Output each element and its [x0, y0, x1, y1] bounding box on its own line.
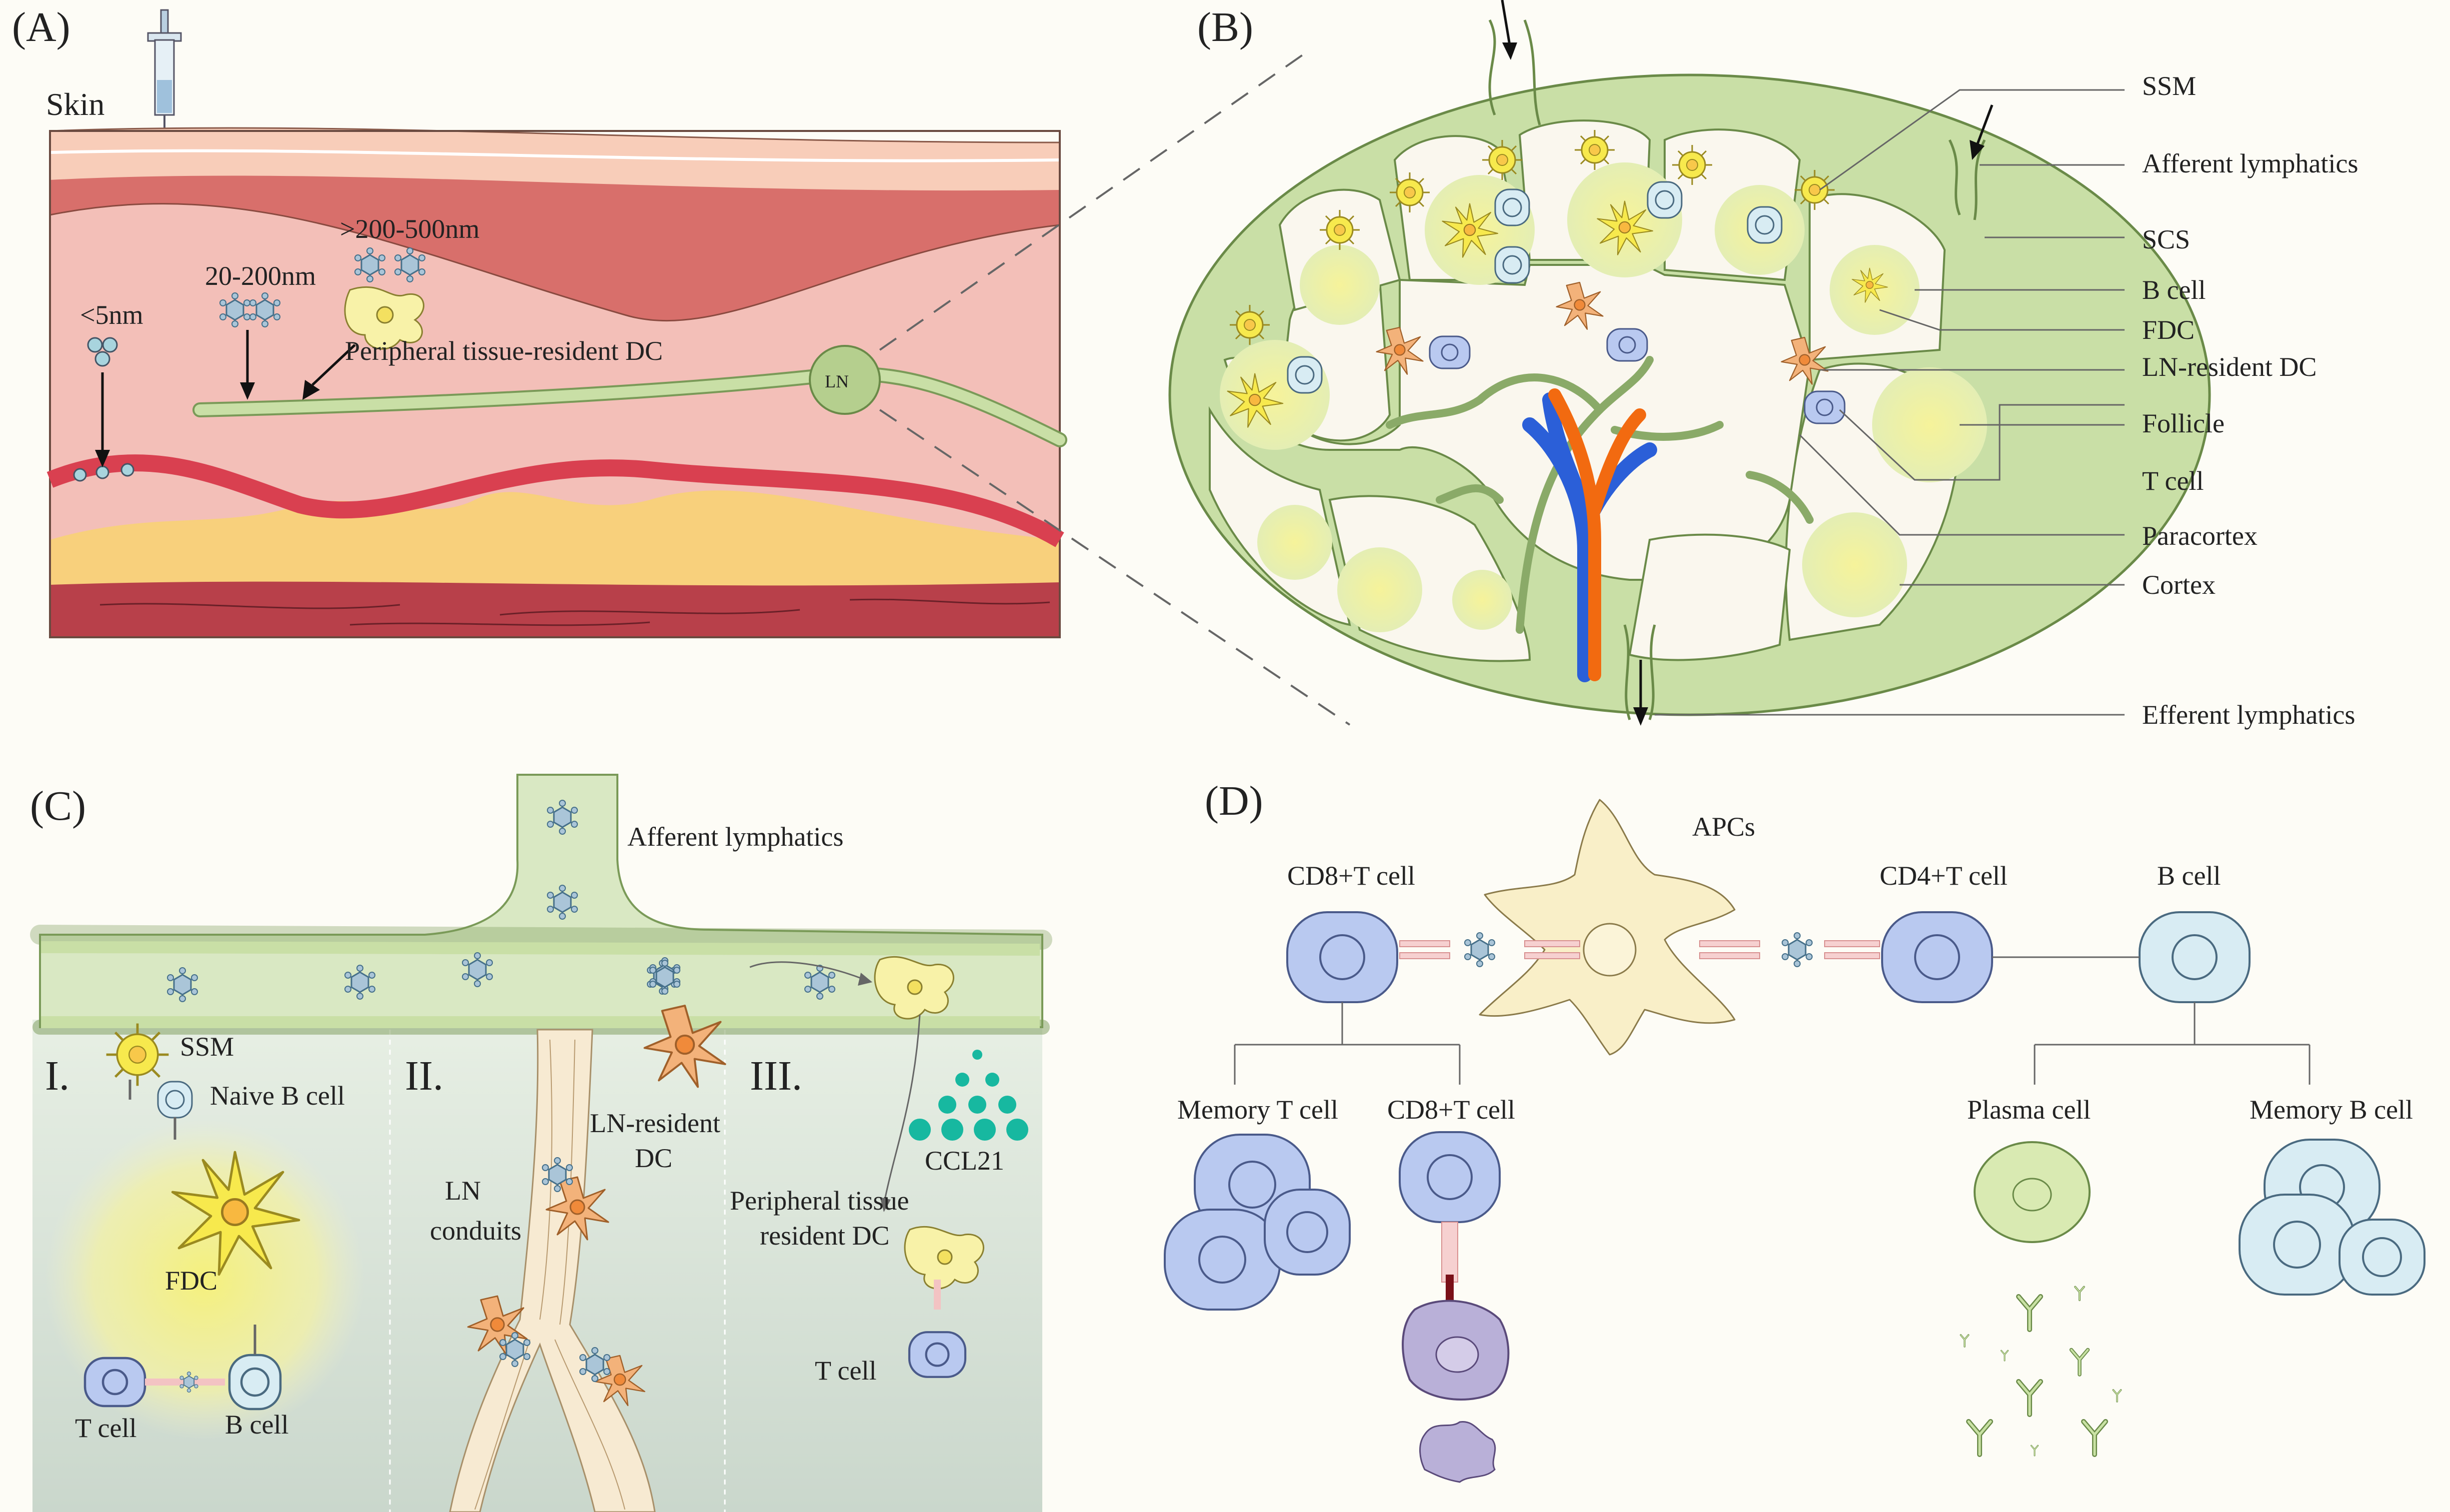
d-memory-t-label: Memory T cell — [1177, 1095, 1338, 1125]
trabeculae — [1386, 356, 1814, 634]
zoom-line-bottom — [879, 409, 1351, 726]
panel-a-label: (A) — [12, 4, 70, 50]
c-conduit-label-2: conduits — [430, 1216, 521, 1246]
size-small-label: <5nm — [80, 300, 143, 330]
b-label-paracortex: Paracortex — [2142, 521, 2258, 551]
panel-b: (B) — [1168, 0, 2358, 730]
ln-label: LN — [825, 371, 849, 391]
region-i-label: I. — [45, 1053, 69, 1099]
ccl21-dots — [909, 1050, 1028, 1141]
b-label-bcell: B cell — [2142, 275, 2206, 305]
d-memory-b-label: Memory B cell — [2250, 1095, 2413, 1125]
t-cell-c-iii — [909, 1332, 965, 1377]
c-fdc-label: FDC — [165, 1266, 217, 1296]
b-label-efferent: Efferent lymphatics — [2142, 700, 2355, 730]
ssm-cell-c — [106, 1024, 169, 1086]
naive-b-cell-c — [157, 1081, 193, 1119]
c-ln-dc-label-2: DC — [635, 1143, 672, 1173]
blood-vessel — [46, 454, 1064, 547]
panel-d: (D) APCs CD8+T cell CD4+T cell B cell — [1164, 778, 2426, 1483]
c-ptr-dc-label-1: Peripheral tissue — [730, 1186, 909, 1216]
b-label-tcell: T cell — [2142, 466, 2204, 496]
c-conduit-label-1: LN — [445, 1176, 481, 1206]
syringe-icon — [147, 9, 182, 140]
ln-conduits — [449, 1029, 656, 1512]
skin-layers — [49, 127, 1061, 638]
panel-d-label: (D) — [1205, 778, 1263, 824]
b-labels: SSM Afferent lymphatics SCS B cell FDC L… — [2142, 71, 2358, 730]
c-ssm-label: SSM — [180, 1032, 234, 1062]
b-label-ssm: SSM — [2142, 71, 2196, 101]
panel-a: (A) Skin — [12, 4, 1067, 638]
nanoparticles-small — [73, 337, 134, 482]
tcr-mhc-left — [1399, 932, 1580, 968]
size-mid-label: 20-200nm — [205, 261, 316, 291]
d-cd8-label: CD8+T cell — [1287, 861, 1415, 891]
c-naive-b-label: Naive B cell — [210, 1081, 345, 1111]
b-cell-c — [229, 1355, 280, 1409]
c-afferent-label: Afferent lymphatics — [627, 822, 843, 852]
d-cd4-label: CD4+T cell — [1880, 861, 2008, 891]
b-label-afferent: Afferent lymphatics — [2142, 148, 2358, 178]
lymph-node-small — [809, 345, 881, 415]
c-ptr-dc-label-2: resident DC — [760, 1221, 889, 1251]
d-bcell-label: B cell — [2157, 861, 2221, 891]
b-label-cortex: Cortex — [2142, 570, 2216, 600]
region-ii-label: II. — [405, 1053, 443, 1099]
c-ccl21-label: CCL21 — [925, 1146, 1004, 1176]
zoom-line-top — [879, 49, 1311, 351]
b-label-fdc: FDC — [2142, 315, 2195, 345]
region-iii-label: III. — [750, 1053, 802, 1099]
d-plasma-label: Plasma cell — [1967, 1095, 2091, 1125]
panel-b-label: (B) — [1197, 4, 1253, 50]
b-label-ln-dc: LN-resident DC — [2142, 352, 2317, 382]
b-leader-lines — [1655, 89, 2125, 716]
c-ln-dc-label-1: LN-resident — [590, 1108, 720, 1138]
memory-b-cells — [2239, 1139, 2426, 1296]
c-tcell-2-label: T cell — [815, 1356, 876, 1386]
memory-t-cells — [1164, 1134, 1351, 1311]
c-bcell-label: B cell — [225, 1410, 288, 1440]
apoptotic-cell — [1419, 1421, 1496, 1483]
size-large-label: >200-500nm — [340, 214, 479, 244]
d-apc-label: APCs — [1692, 812, 1755, 842]
c-tcell-label: T cell — [75, 1413, 136, 1443]
peripheral-dc-label: Peripheral tissue-resident DC — [345, 336, 663, 366]
panel-c: (C) Afferent lymphatics I. SSM Naive — [30, 774, 1052, 1512]
t-cell-c — [85, 1358, 145, 1406]
d-cd8-2-label: CD8+T cell — [1387, 1095, 1515, 1125]
b-label-scs: SCS — [2142, 224, 2190, 254]
antibodies — [1960, 1287, 2122, 1456]
b-label-follicle: Follicle — [2142, 408, 2225, 438]
tcr-mhc-right — [1699, 932, 1880, 968]
d-tree-left — [1234, 1002, 2311, 1085]
panel-c-label: (C) — [30, 783, 86, 829]
skin-label: Skin — [46, 86, 104, 122]
blood-vessels-b — [1522, 388, 1657, 682]
